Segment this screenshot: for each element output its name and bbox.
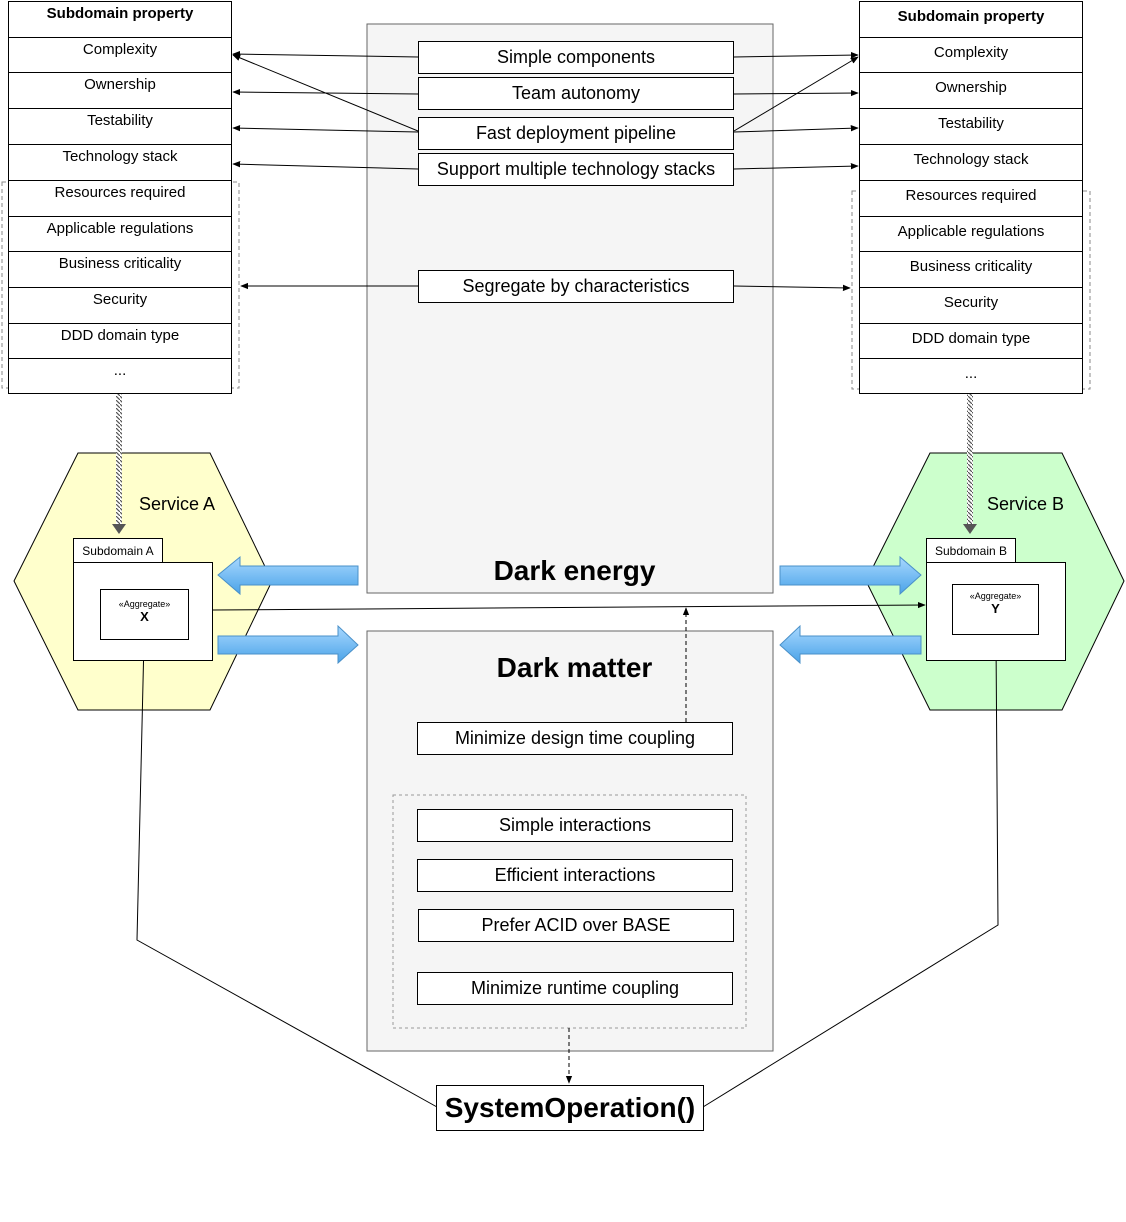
left-property-connector (116, 394, 122, 524)
arrow-simple-components-to-complexity-b (733, 51, 859, 59)
left-property-regulations: Applicable regulations (8, 216, 232, 252)
arrow-tech-stacks-to-technology-b (733, 162, 859, 170)
aggregate-x-name: X (140, 609, 149, 624)
left-property-security: Security (8, 287, 232, 324)
left-property-ownership: Ownership (8, 72, 232, 109)
arrow-x-to-y (212, 601, 926, 611)
aggregate-y-name: Y (991, 601, 1000, 616)
arrow-team-autonomy-to-ownership-b (733, 89, 859, 97)
left-table-header: Subdomain property (8, 1, 232, 38)
right-property-ellipsis: ... (859, 358, 1083, 394)
arrow-tech-stacks-to-technology (232, 160, 419, 170)
service-a-label: Service A (139, 494, 216, 514)
subdomain-b-tab: Subdomain B (926, 538, 1016, 563)
aggregate-x-stereotype: «Aggregate» (118, 599, 171, 609)
aggregate-x: «Aggregate» X (100, 589, 189, 640)
left-property-ddd-type: DDD domain type (8, 323, 232, 359)
force-efficient-interactions: Efficient interactions (417, 859, 733, 892)
system-operation: SystemOperation() (436, 1085, 704, 1131)
arrow-simple-components-to-complexity (232, 50, 419, 58)
aggregate-y: «Aggregate» Y (952, 584, 1039, 635)
left-property-testability: Testability (8, 108, 232, 145)
arrow-sysop-to-x (136, 639, 438, 1108)
force-simple-interactions: Simple interactions (417, 809, 733, 842)
service-b-label: Service B (987, 494, 1065, 514)
subdomain-a-tab: Subdomain A (73, 538, 163, 563)
right-property-regulations: Applicable regulations (859, 216, 1083, 252)
block-arrow-to-subdomain-a (217, 555, 359, 596)
force-multiple-stacks: Support multiple technology stacks (418, 153, 734, 186)
force-design-time-coupling: Minimize design time coupling (417, 722, 733, 755)
right-property-criticality: Business criticality (859, 251, 1083, 288)
right-table-header: Subdomain property (859, 1, 1083, 38)
arrow-segregate-right (733, 284, 851, 292)
dark-matter-title: Dark matter (496, 652, 653, 683)
left-property-resources: Resources required (8, 180, 232, 217)
left-property-technology-stack: Technology stack (8, 144, 232, 181)
left-property-ellipsis: ... (8, 358, 232, 394)
arrow-fast-pipeline-to-testability-b (733, 125, 859, 133)
force-simple-components: Simple components (418, 41, 734, 74)
aggregate-y-stereotype: «Aggregate» (969, 591, 1022, 601)
right-property-testability: Testability (859, 108, 1083, 145)
right-property-ownership: Ownership (859, 72, 1083, 109)
right-property-security: Security (859, 287, 1083, 324)
arrow-fast-pipeline-to-testability (232, 124, 419, 133)
left-property-criticality: Business criticality (8, 251, 232, 288)
force-fast-deployment: Fast deployment pipeline (418, 117, 734, 150)
force-segregate: Segregate by characteristics (418, 270, 734, 303)
right-property-complexity: Complexity (859, 37, 1083, 73)
right-property-technology-stack: Technology stack (859, 144, 1083, 181)
arrow-sysop-to-y (702, 639, 1000, 1108)
force-prefer-acid: Prefer ACID over BASE (418, 909, 734, 942)
block-arrow-to-dark-matter (217, 624, 359, 665)
arrow-team-autonomy-to-ownership (232, 88, 419, 96)
block-arrow-to-subdomain-b (779, 555, 922, 596)
dark-energy-title: Dark energy (493, 555, 656, 586)
right-property-resources: Resources required (859, 180, 1083, 217)
force-runtime-coupling: Minimize runtime coupling (417, 972, 733, 1005)
right-property-ddd-type: DDD domain type (859, 323, 1083, 359)
force-team-autonomy: Team autonomy (418, 77, 734, 110)
block-arrow-from-subdomain-b (779, 624, 922, 665)
right-property-connector (967, 394, 973, 524)
left-property-complexity: Complexity (8, 37, 232, 73)
